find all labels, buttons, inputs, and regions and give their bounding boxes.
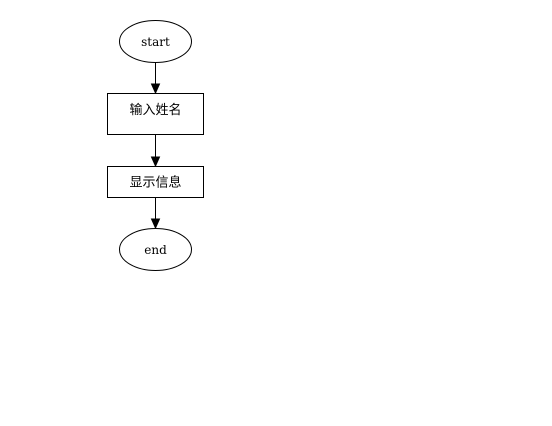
show-info-label: 显示信息: [129, 175, 181, 191]
show-info-node: 显示信息: [107, 166, 204, 198]
input-name-node: 输入姓名: [107, 93, 204, 135]
end-node: end: [119, 228, 192, 271]
edge-show-to-end: [150, 197, 161, 230]
arrowhead: [150, 218, 161, 230]
arrowhead: [150, 83, 161, 95]
start-node: start: [119, 20, 192, 63]
input-name-box: [107, 93, 204, 135]
arrowhead: [150, 156, 161, 168]
edge-start-to-input: [150, 62, 161, 95]
end-ellipse: [119, 228, 192, 271]
end-label: end: [144, 243, 167, 257]
input-name-label: 输入姓名: [129, 102, 181, 118]
edge-input-to-show: [150, 134, 161, 168]
start-label: start: [141, 35, 170, 49]
